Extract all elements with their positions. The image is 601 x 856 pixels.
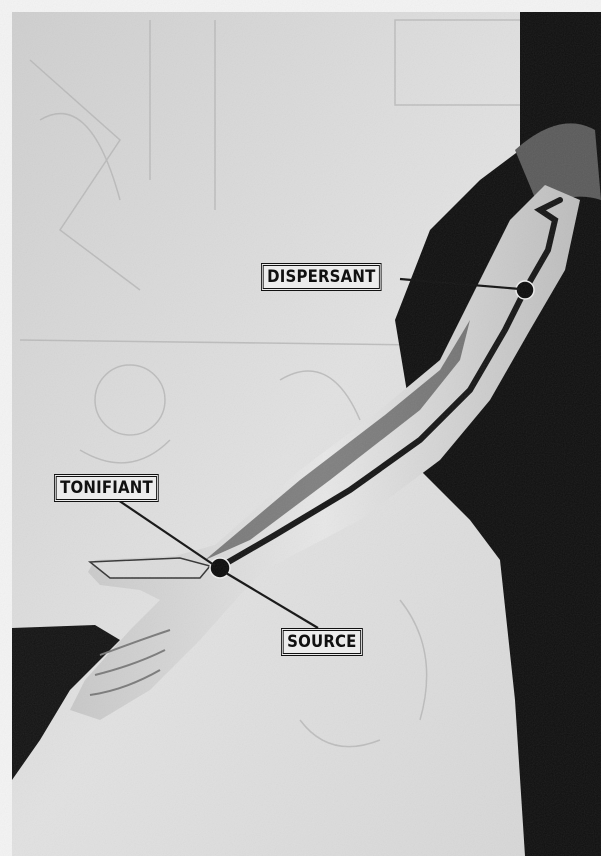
source-label: SOURCE bbox=[281, 628, 363, 656]
dispersant-label: DISPERSANT bbox=[261, 263, 382, 291]
tonifiant-label: TONIFIANT bbox=[54, 474, 159, 502]
